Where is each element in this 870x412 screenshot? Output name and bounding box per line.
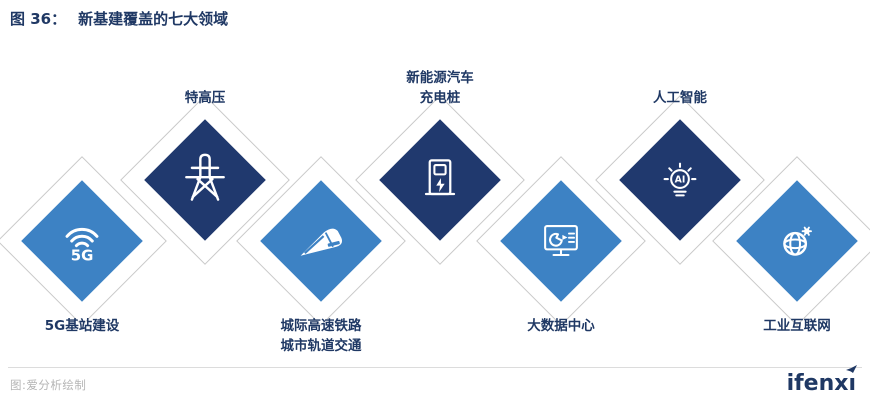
logo-arrow-icon: [846, 365, 858, 373]
sector-label-big-data-center: 大数据中心: [527, 318, 595, 334]
ifenxi-logo: ifenxı: [787, 365, 858, 397]
sector-label-ev-charging-pile: 新能源汽车充电桩: [406, 70, 474, 106]
sector-label-intercity-rail: 城际高速铁路城市轨道交通: [280, 318, 362, 354]
data-monitor-icon: [533, 213, 589, 269]
figure-title-text: 新基建覆盖的七大领域: [78, 10, 229, 28]
figure-number: 图 36：: [10, 10, 67, 28]
sector-diamond-artificial-intelligence: AI: [619, 119, 741, 241]
source-note: 图:爱分析绘制: [10, 378, 87, 392]
sector-label-artificial-intelligence: 人工智能: [653, 90, 707, 106]
wifi-5g-icon: 5G: [54, 213, 110, 269]
sector-label-uhv-power: 特高压: [184, 90, 226, 106]
sector-label-5g-base-station: 5G基站建设: [44, 318, 120, 334]
sector-diamond-ev-charging-pile: [379, 119, 501, 241]
svg-text:5G: 5G: [71, 247, 94, 265]
ai-bulb-icon: AI: [652, 152, 708, 208]
sector-diamond-5g-base-station: 5G: [21, 180, 143, 302]
footer-divider: [8, 367, 862, 368]
sector-label-industrial-internet: 工业互联网: [763, 318, 831, 334]
sector-diamond-intercity-rail: [260, 180, 382, 302]
sector-diamond-big-data-center: [500, 180, 622, 302]
logo-arrow-i: ı: [846, 365, 858, 397]
figure-title: 图 36： 新基建覆盖的七大领域: [10, 8, 228, 29]
sector-diamond-uhv-power: [144, 119, 266, 241]
train-icon: [293, 213, 349, 269]
power-tower-icon: [177, 152, 233, 208]
globe-gear-icon: [769, 213, 825, 269]
charging-pile-icon: [412, 152, 468, 208]
sector-diamond-industrial-internet: [736, 180, 858, 302]
svg-text:AI: AI: [675, 175, 686, 186]
